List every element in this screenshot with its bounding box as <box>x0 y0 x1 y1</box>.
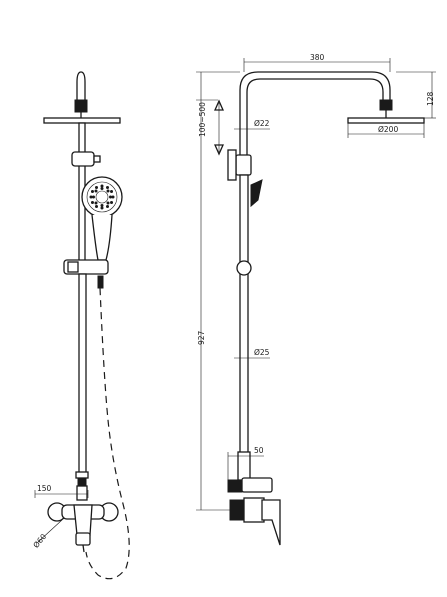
nozzle-dot <box>95 205 98 209</box>
dim-total-height-label: 927 <box>197 330 206 345</box>
hand-shower-handle <box>91 214 113 261</box>
nozzle-dot <box>89 195 93 199</box>
mixer-lever-tip <box>75 532 91 546</box>
hand-shower-ring <box>86 181 118 213</box>
hand-shower-center <box>95 190 109 204</box>
front-head-plate <box>43 117 121 124</box>
shower-hose <box>85 287 130 580</box>
front-view <box>43 71 130 580</box>
nozzle-dot <box>94 189 98 193</box>
nozzle-dot <box>90 190 94 193</box>
hose-connector <box>97 275 104 289</box>
dim-riser-pipe: Ø25 <box>234 348 270 359</box>
dim-inlet-spacing-label: 150 <box>37 484 52 493</box>
front-head-connector <box>74 99 88 113</box>
nozzle-dot <box>106 201 110 205</box>
nozzle-dot <box>106 185 109 189</box>
nozzle-dot <box>100 187 104 190</box>
front-lower-nut <box>75 471 89 479</box>
nozzle-dot <box>95 185 98 189</box>
dim-inlet-diameter: Ø60 <box>31 519 63 550</box>
dim-head-diameter: Ø200 <box>347 123 425 138</box>
side-top-bracket <box>235 154 252 176</box>
side-mixer-back <box>227 479 243 493</box>
dim-head-drop-label: 128 <box>426 91 435 106</box>
dim-upper-pipe-label: Ø22 <box>254 119 270 128</box>
side-riser-pipe <box>239 174 249 481</box>
dim-total-height: 927 <box>196 71 240 511</box>
nozzle-dot <box>110 201 114 204</box>
nozzle-dot <box>100 204 104 207</box>
side-arm-outer <box>239 71 391 155</box>
front-arm-tip <box>76 71 86 100</box>
side-hand-holder <box>250 179 263 208</box>
dim-slide-range: 100~500 <box>196 99 225 156</box>
hand-shower-face <box>81 176 123 218</box>
nozzle-dot <box>94 201 98 205</box>
side-mixer-lever <box>261 499 281 546</box>
hand-shower-nozzles <box>89 184 115 210</box>
side-mixer-top <box>241 477 273 493</box>
front-top-knob <box>93 155 101 163</box>
dim-inlet-spacing: 150 <box>34 484 89 498</box>
nozzle-dot <box>100 206 104 210</box>
dim-arm-length-label: 380 <box>310 53 325 62</box>
front-lower-joint <box>77 477 87 487</box>
dim-upper-pipe: Ø22 <box>234 119 270 130</box>
nozzle-dot <box>106 189 110 193</box>
nozzle-dot <box>110 190 114 193</box>
nozzle-dot <box>100 184 104 188</box>
side-wall-clip <box>227 149 237 181</box>
dim-arm-length: 380 <box>243 53 391 72</box>
front-top-bracket <box>71 151 95 167</box>
nozzle-dot <box>111 195 115 199</box>
dim-riser-pipe-label: Ø25 <box>254 348 270 357</box>
nozzle-dot <box>106 205 109 209</box>
side-slide-holder <box>236 260 252 276</box>
front-riser-pipe <box>78 273 87 475</box>
nozzle-dot <box>92 195 95 199</box>
nozzle-dot <box>109 195 112 199</box>
dim-wall-offset: 50 <box>227 446 264 480</box>
dim-wall-offset-label: 50 <box>254 446 264 455</box>
slide-holder-knob <box>67 261 79 273</box>
mixer-front <box>47 502 119 553</box>
front-inlet-neck <box>76 485 88 501</box>
mixer-lever <box>73 504 93 536</box>
dim-slide-range-label: 100~500 <box>198 102 207 137</box>
side-mixer-body <box>243 497 265 523</box>
side-head-plate <box>347 117 425 124</box>
hand-shower <box>81 176 123 261</box>
mixer-spout <box>82 544 85 553</box>
dim-head-diameter-label: Ø200 <box>378 125 398 134</box>
nozzle-dot <box>90 201 94 204</box>
dim-head-drop: 128 <box>396 71 436 119</box>
side-arm-inner <box>246 78 384 155</box>
side-head-connector <box>379 99 393 111</box>
side-view <box>227 71 425 546</box>
